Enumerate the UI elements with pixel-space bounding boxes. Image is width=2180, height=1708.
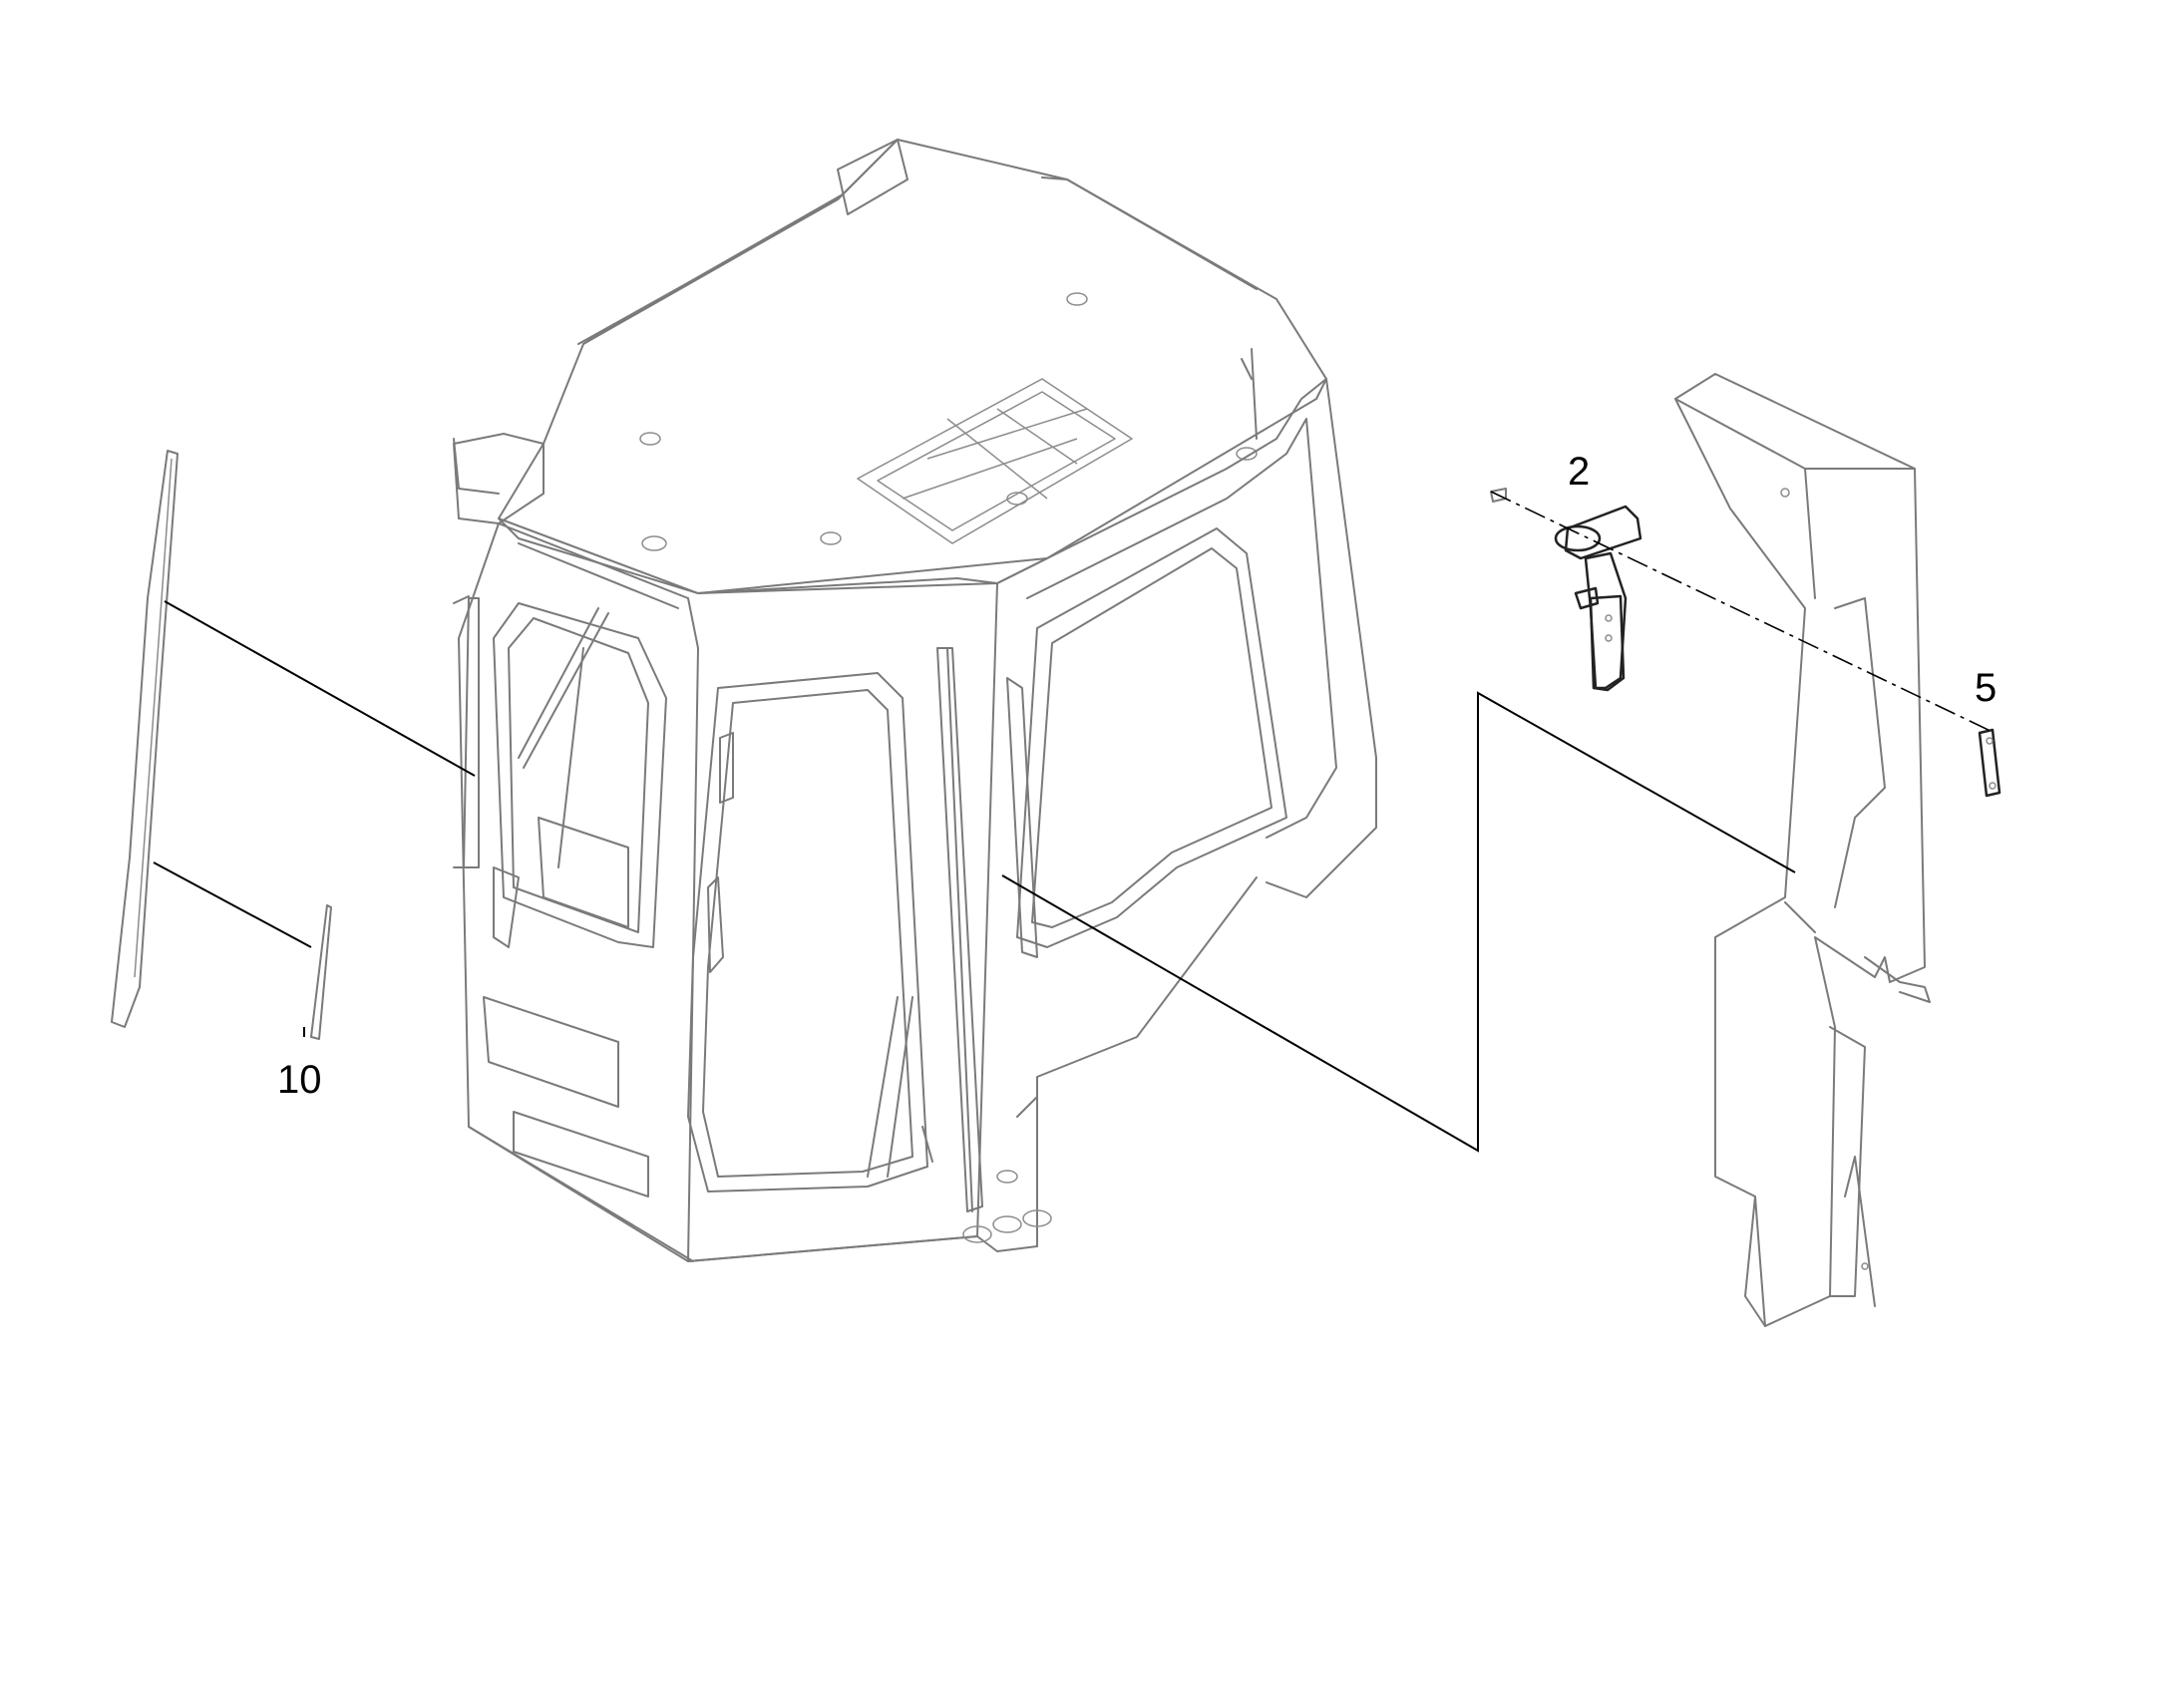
window-glass-panel bbox=[111, 450, 179, 1028]
leader-lines bbox=[153, 491, 1996, 1153]
seal-strip bbox=[310, 904, 332, 1040]
window-latch bbox=[1554, 505, 1642, 692]
callout-item-10: 10 bbox=[277, 1058, 322, 1102]
rear-cover-panel bbox=[1674, 373, 1931, 1327]
callout-item-2: 2 bbox=[1568, 450, 1591, 494]
retaining-plate bbox=[1978, 728, 2001, 798]
cab-assembly bbox=[453, 139, 1377, 1262]
callout-item-5: 5 bbox=[1975, 666, 1998, 710]
